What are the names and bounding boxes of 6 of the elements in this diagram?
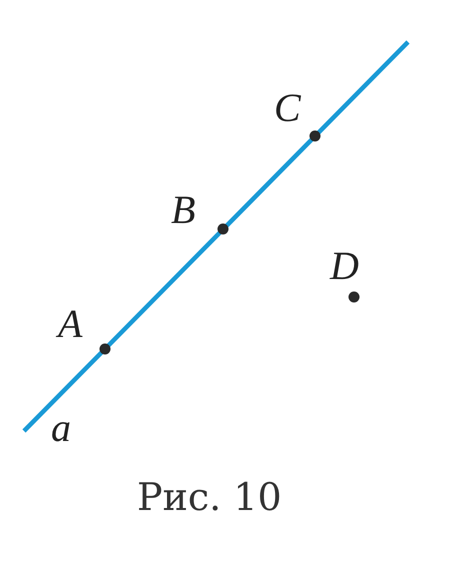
point-label: C (274, 88, 301, 128)
point-label: B (171, 190, 196, 230)
point-label: a (51, 408, 71, 448)
figure-caption: Рис. 10 (137, 478, 282, 516)
point-label: A (58, 304, 82, 344)
point-label: D (330, 246, 359, 286)
